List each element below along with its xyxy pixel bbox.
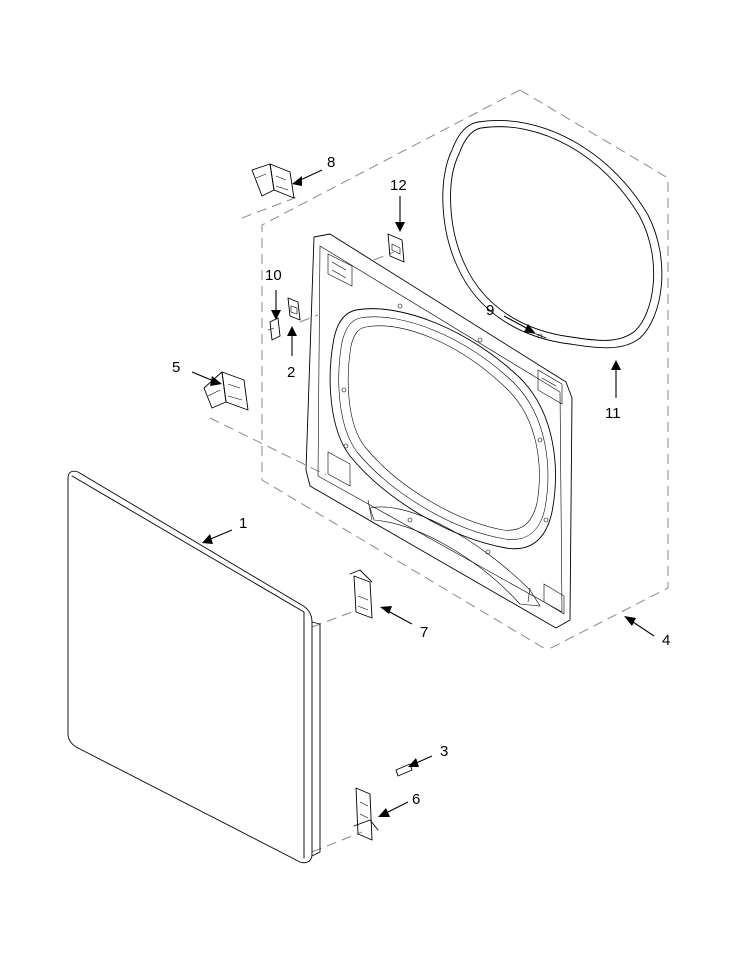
callout-8: 8: [327, 154, 335, 171]
upper-hinge: [349, 569, 373, 619]
leader-arrows: [191, 169, 655, 817]
assembly-guide-lines: [209, 89, 669, 853]
callout-4: 4: [662, 632, 670, 649]
callout-labels: 8 12 10 9 2 5 11 1 7 4 3 6: [172, 154, 670, 808]
door-strike: [287, 297, 301, 321]
upper-hinge-bracket: [203, 371, 249, 411]
callout-10: 10: [265, 267, 282, 284]
callout-1: 1: [239, 515, 247, 532]
catch: [267, 317, 281, 341]
latch-plate: [387, 233, 405, 263]
callout-11: 11: [605, 405, 621, 422]
callout-6: 6: [412, 791, 420, 808]
lower-hinge: [353, 787, 379, 841]
lower-hinge-bracket: [251, 163, 295, 199]
inner-door-panel: [305, 233, 573, 629]
callout-5: 5: [172, 359, 180, 376]
window-gasket: [442, 120, 663, 349]
callout-2: 2: [287, 364, 295, 381]
callout-3: 3: [440, 743, 448, 760]
door-panel: [67, 470, 321, 864]
callout-9: 9: [486, 302, 494, 319]
screw: [535, 333, 547, 339]
callout-7: 7: [420, 624, 428, 641]
hinge-screw: [395, 763, 413, 777]
callout-12: 12: [390, 177, 407, 194]
